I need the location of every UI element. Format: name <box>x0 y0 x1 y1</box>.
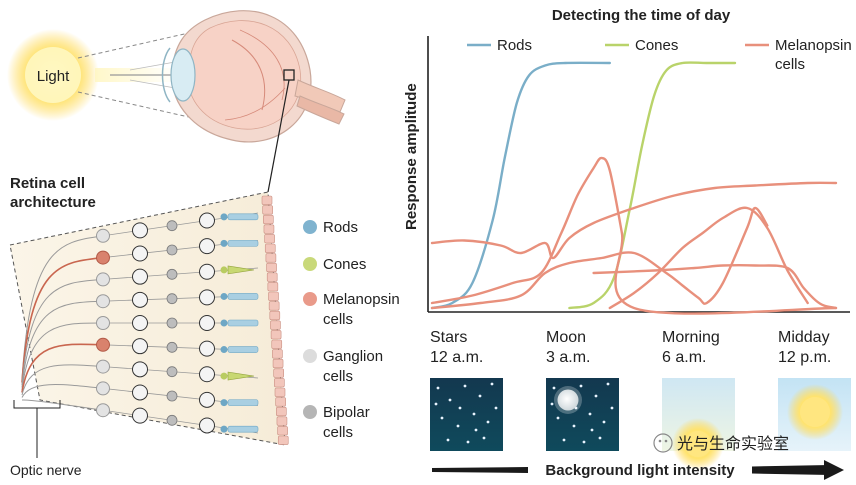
retina-wedge <box>9 191 286 446</box>
time-name-morning: Morning <box>662 329 720 346</box>
scene-tile-moon <box>546 378 619 451</box>
wechat-icon <box>653 433 673 453</box>
retina-row <box>96 337 259 357</box>
y-axis-label: Response amplitude <box>403 83 420 230</box>
retina-cell-rows <box>96 212 259 434</box>
moon-icon <box>557 389 579 411</box>
time-name-midday: Midday <box>778 329 830 346</box>
scene-tile-midday <box>778 378 851 451</box>
chart-legend-item-rods: Rods <box>467 37 532 54</box>
chart-title: Detecting the time of day <box>552 7 731 24</box>
chart-legend-label-line2: cells <box>775 56 805 73</box>
scene-tile-morning <box>662 378 735 470</box>
legend-swatch <box>303 257 317 271</box>
series-line-4 <box>430 206 769 310</box>
legend-label: Melanopsin <box>323 291 400 308</box>
optic-nerve-label: Optic nerve <box>10 462 82 478</box>
time-clock-moon: 3 a.m. <box>546 349 590 366</box>
legend-label: Ganglion <box>323 348 383 365</box>
retina-row <box>96 212 259 243</box>
legend-label: Rods <box>323 219 358 236</box>
legend-item-rods: Rods <box>303 219 358 236</box>
retina-title-line2: architecture <box>10 194 96 211</box>
chart-legend: Rods Cones Melanopsin cells <box>467 37 852 73</box>
legend-swatch <box>303 405 317 419</box>
legend-label-line2: cells <box>323 368 353 385</box>
time-labels: Stars 12 a.m. Moon 3 a.m. Morning 6 a.m. Midda… <box>430 329 831 366</box>
legend-item-bipolar: Bipolar cells <box>303 404 370 441</box>
legend-item-ganglion: Ganglion cells <box>303 348 383 385</box>
nerve-fibers <box>21 235 101 411</box>
lens <box>170 48 196 102</box>
x-axis-label: Background light intensity <box>545 462 735 479</box>
chart-series <box>430 61 838 315</box>
time-name-moon: Moon <box>546 329 586 346</box>
legend-item-melanopsin: Melanopsin cells <box>303 291 400 328</box>
series-line-1 <box>568 61 737 310</box>
time-name-stars: Stars <box>430 329 467 346</box>
legend-label-line2: cells <box>323 424 353 441</box>
legend-swatch <box>303 349 317 363</box>
time-clock-stars: 12 a.m. <box>430 349 483 366</box>
retina-row <box>96 359 259 383</box>
retina-row <box>96 263 259 287</box>
cell-type-legend: RodsConesMelanopsincellsGanglioncellsBip… <box>303 219 400 441</box>
watermark-text: 光与生命实验室 <box>677 434 789 453</box>
retina-section: Retina cell architecture Optic nerve <box>9 175 289 478</box>
series-line-0 <box>430 61 611 310</box>
legend-label: Cones <box>323 256 366 273</box>
eye-illustration: Light <box>7 10 346 193</box>
legend-label-line2: cells <box>323 311 353 328</box>
retina-row <box>96 289 259 309</box>
watermark: 光与生命实验室 <box>653 433 789 453</box>
scene-tile-stars <box>430 378 503 451</box>
chart-legend-item-melanopsin: Melanopsin cells <box>745 37 852 73</box>
retina-row <box>96 403 259 434</box>
retina-row <box>96 315 259 331</box>
series-line-5 <box>608 206 809 310</box>
time-of-day-chart: Detecting the time of day Response ampli… <box>403 7 852 480</box>
retina-title-line1: Retina cell <box>10 175 85 192</box>
legend-swatch <box>303 220 317 234</box>
light-label: Light <box>37 68 70 85</box>
time-clock-morning: 6 a.m. <box>662 349 706 366</box>
chart-legend-item-cones: Cones <box>605 37 678 54</box>
series-line-2 <box>430 181 838 260</box>
chart-legend-label: Rods <box>497 37 532 54</box>
chart-legend-label: Melanopsin <box>775 37 852 54</box>
legend-label: Bipolar <box>323 404 370 421</box>
series-line-6 <box>592 264 838 310</box>
chart-legend-label: Cones <box>635 37 678 54</box>
pigment-epithelium <box>261 195 289 445</box>
scene-tiles <box>430 378 851 470</box>
retina-row <box>96 238 259 265</box>
legend-swatch <box>303 292 317 306</box>
legend-item-cones: Cones <box>303 256 366 273</box>
retina-row <box>96 381 259 408</box>
series-line-3 <box>430 156 838 315</box>
time-clock-midday: 12 p.m. <box>778 349 831 366</box>
